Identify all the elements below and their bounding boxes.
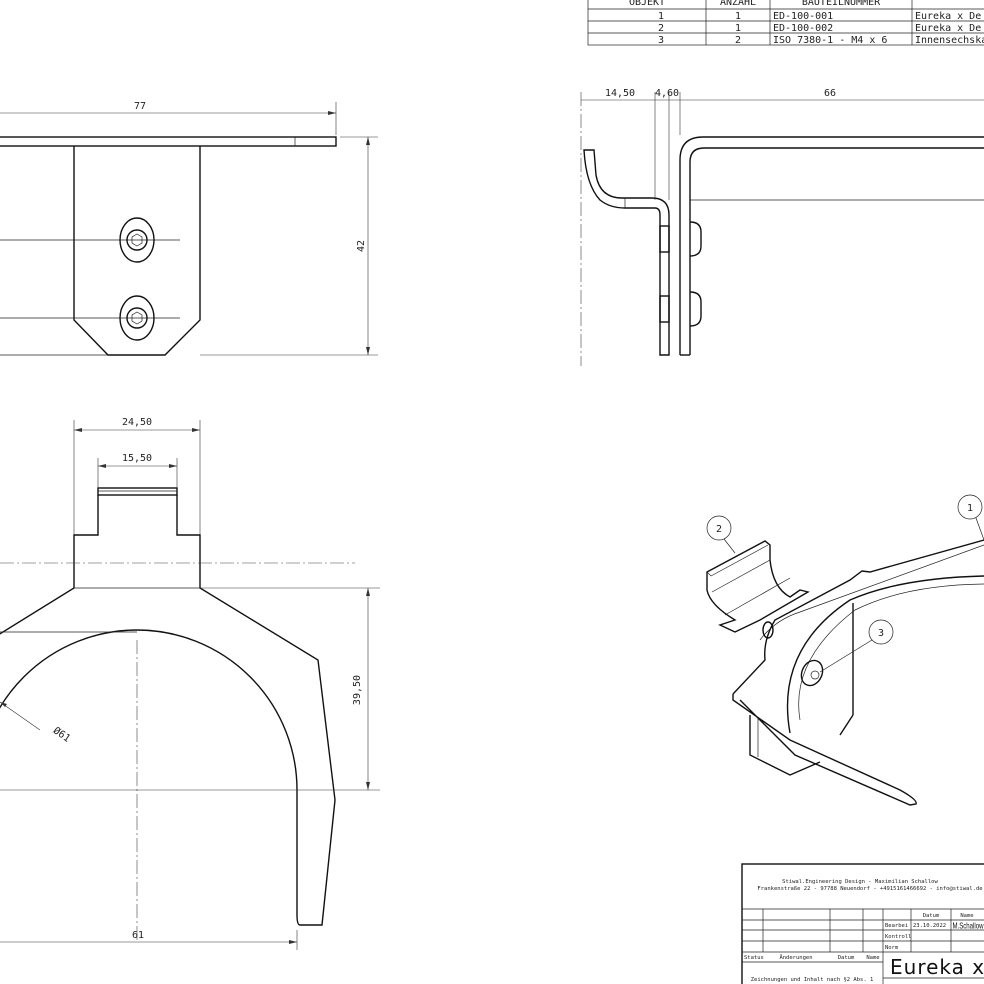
screw-icon (119, 217, 155, 263)
dim-bottom-width: 61 (132, 930, 144, 941)
row3-objekt: 3 (658, 35, 664, 46)
row1-anzahl: 1 (735, 11, 741, 22)
row2-bauteilnummer: ED-100-002 (773, 23, 833, 34)
drawn-date: 23.10.2022 (913, 923, 946, 929)
svg-text:Status: Status (744, 955, 764, 961)
svg-text:Bearbei: Bearbei (885, 923, 908, 929)
parts-list-table: OBJEKT ANZAHL BAUTEILNUMMER 1 1 ED-100-0… (587, 0, 984, 46)
row3-anzahl: 2 (735, 35, 741, 46)
front-view: 77 42 (0, 101, 378, 356)
title-block: Stiwal.Engineering Design - Maximilian S… (741, 863, 984, 984)
svg-text:Änderungen: Änderungen (779, 954, 812, 961)
svg-text:3: 3 (878, 628, 884, 639)
svg-text:Datum: Datum (838, 955, 855, 961)
header-bauteilnummer: BAUTEILNUMMER (802, 0, 881, 8)
drawn-by: M.Schallow (953, 921, 984, 931)
company-name: Stiwal.Engineering Design - Maximilian S… (782, 879, 938, 885)
company-address: Frankenstraße 22 - 97788 Neuendorf - +49… (757, 886, 982, 892)
side-view: 14,50 4,60 66 (580, 88, 984, 366)
svg-text:1: 1 (967, 503, 973, 514)
dim-top-height: 42 (356, 240, 367, 252)
dim-side-thickness: 4,60 (655, 88, 679, 99)
row3-beschreibung: Innensechska (915, 35, 984, 46)
header-anzahl: ANZAHL (720, 0, 756, 8)
svg-text:2: 2 (716, 524, 722, 535)
balloon-1: 1 (957, 494, 984, 541)
row2-beschreibung: Eureka x De (915, 23, 981, 34)
svg-text:Name: Name (960, 913, 973, 919)
row1-beschreibung: Eureka x De (915, 11, 981, 22)
svg-text:Norm: Norm (885, 945, 899, 951)
row2-objekt: 2 (658, 23, 664, 34)
row1-bauteilnummer: ED-100-001 (773, 11, 833, 22)
row2-anzahl: 1 (735, 23, 741, 34)
dim-diameter: Ø61 (51, 724, 73, 744)
dim-tab-outer: 24,50 (122, 417, 152, 428)
dim-side-hook: 14,50 (605, 88, 635, 99)
dim-side-length: 66 (824, 88, 836, 99)
row3-bauteilnummer: ISO 7380-1 - M4 x 6 (773, 35, 887, 46)
copyright-notice: Zeichnungen und Inhalt nach §2 Abs. 1 (751, 977, 874, 983)
dim-arm-height: 39,50 (352, 675, 363, 705)
balloon-2: 2 (706, 515, 736, 554)
svg-text:Name: Name (866, 955, 879, 961)
isometric-view (706, 539, 984, 806)
dim-top-width: 77 (134, 101, 146, 112)
svg-text:Datum: Datum (923, 913, 940, 919)
screw-icon (119, 295, 155, 341)
drawing-title: Eureka x De (890, 955, 984, 979)
balloon-3: 3 (819, 619, 894, 673)
svg-text:Kontroll: Kontroll (885, 934, 912, 940)
header-objekt: OBJEKT (629, 0, 665, 8)
screw-icon (800, 659, 824, 687)
row1-objekt: 1 (658, 11, 664, 22)
dim-tab-inner: 15,50 (122, 453, 152, 464)
top-view: 39,50 24,50 15,50 Ø61 61 (0, 417, 380, 950)
